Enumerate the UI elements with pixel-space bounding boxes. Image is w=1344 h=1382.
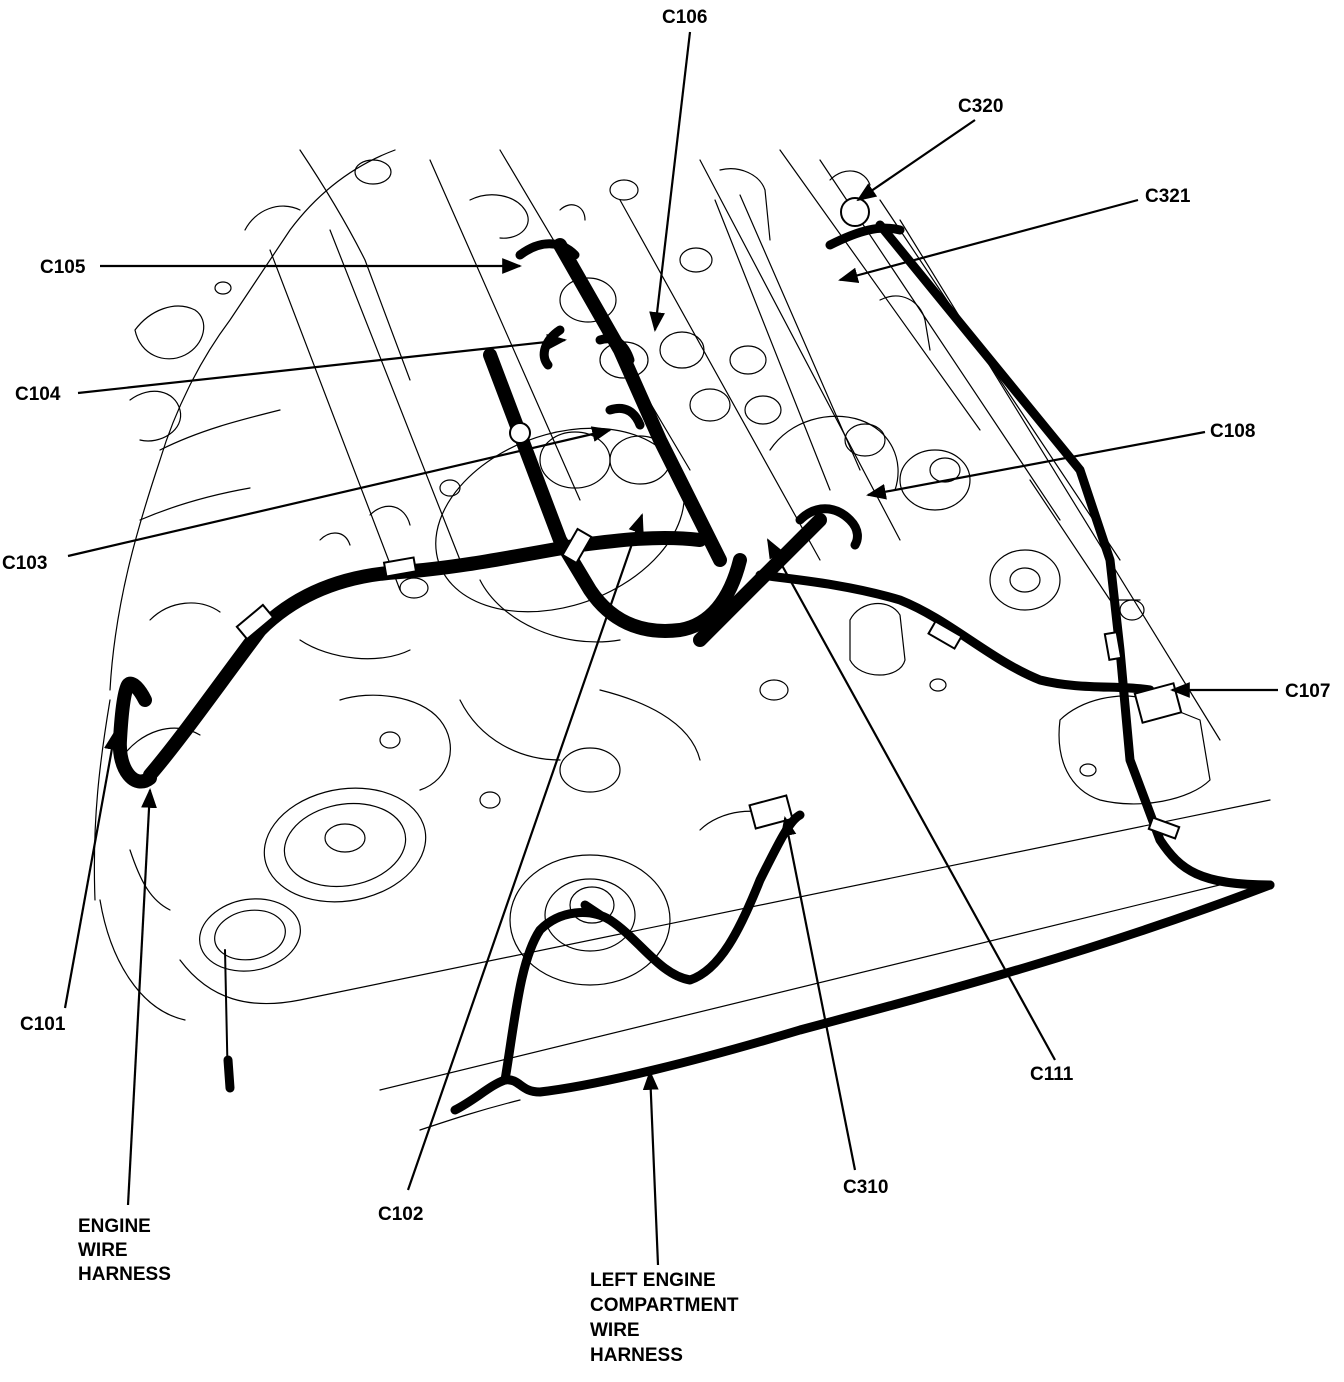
label-engine-wire-harness: ENGINE WIRE HARNESS bbox=[78, 1216, 171, 1285]
engine-harness-line-3: HARNESS bbox=[78, 1264, 171, 1285]
engine-outline-drawing bbox=[93, 149, 1271, 1131]
leader-c104 bbox=[77, 334, 567, 395]
label-c310: C310 bbox=[843, 1177, 888, 1198]
leader-c102 bbox=[406, 513, 644, 1191]
compartment-harness-line-1: LEFT ENGINE bbox=[590, 1270, 716, 1291]
engine-harness-line-1: ENGINE bbox=[78, 1216, 151, 1237]
leader-c101 bbox=[63, 730, 120, 1009]
label-c105: C105 bbox=[40, 257, 86, 278]
leader-left-compartment-harness bbox=[642, 1070, 660, 1266]
leader-c111 bbox=[767, 538, 1056, 1061]
compartment-harness-line-4: HARNESS bbox=[590, 1345, 683, 1366]
leader-c321 bbox=[838, 198, 1139, 284]
leader-c310 bbox=[780, 816, 857, 1171]
leader-c108 bbox=[866, 430, 1206, 500]
leader-c103 bbox=[67, 426, 612, 558]
label-c102: C102 bbox=[378, 1204, 423, 1225]
label-c104: C104 bbox=[15, 384, 61, 405]
label-c320: C320 bbox=[958, 96, 1003, 117]
intake-runners bbox=[469, 168, 861, 491]
label-left-compartment-wire-harness: LEFT ENGINE COMPARTMENT WIRE HARNESS bbox=[590, 1270, 744, 1366]
left-compartment-harness-graphic bbox=[450, 810, 1275, 1115]
label-c108: C108 bbox=[1210, 421, 1255, 442]
leader-lines bbox=[63, 31, 1278, 1266]
connector-labels: C101 C102 C103 C104 C105 C106 C320 C321 … bbox=[2, 7, 1330, 1366]
engine-wire-harness-graphic bbox=[112, 197, 1275, 890]
label-c106: C106 bbox=[662, 7, 707, 28]
compartment-harness-line-2: COMPARTMENT bbox=[590, 1295, 739, 1316]
label-c111: C111 bbox=[1030, 1064, 1074, 1085]
label-c107: C107 bbox=[1285, 681, 1330, 702]
leader-c106 bbox=[649, 31, 692, 332]
compartment-harness-line-3: WIRE bbox=[590, 1320, 640, 1341]
leader-c320 bbox=[856, 119, 976, 202]
label-c101: C101 bbox=[20, 1014, 66, 1035]
label-c103: C103 bbox=[2, 553, 47, 574]
leader-engine-harness bbox=[126, 788, 157, 1206]
label-c321: C321 bbox=[1145, 186, 1191, 207]
engine-harness-line-2: WIRE bbox=[78, 1240, 128, 1261]
